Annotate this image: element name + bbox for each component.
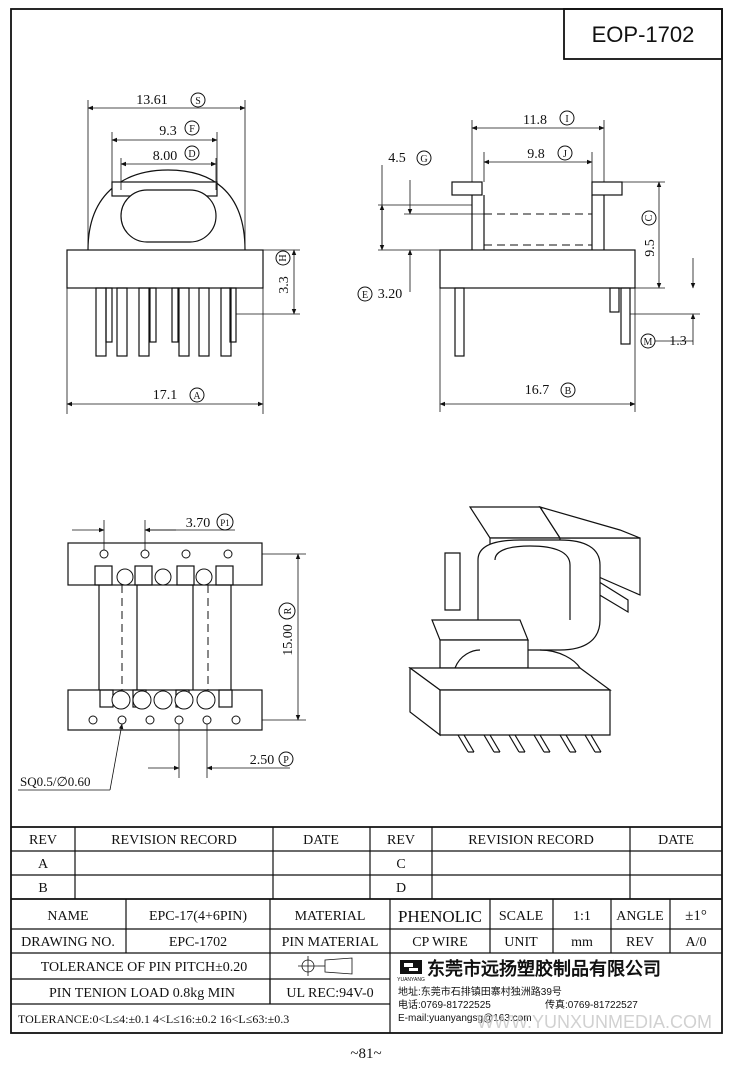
- dim-c-value: 9.5: [643, 239, 658, 257]
- rev-value: A/0: [686, 935, 707, 950]
- company-logo-text: YUANYANG: [397, 977, 425, 983]
- name-value: EPC-17(4+6PIN): [149, 909, 247, 924]
- part-number: EOP-1702: [592, 22, 695, 47]
- scale-label: SCALE: [499, 909, 543, 924]
- bottom-view: 3.70 P1 15.00 R 2.50 P SQ0.5/∅0.60: [18, 513, 306, 791]
- dim-i-value: 11.8: [523, 113, 547, 128]
- watermark: WWW.YUNXUNMEDIA.COM: [477, 1012, 712, 1032]
- rev-b: B: [38, 881, 47, 896]
- front-view: 13.61 S 9.3 F 8.00 D 3.3 H 17.1 A: [66, 92, 300, 414]
- part-number-box: EOP-1702: [563, 8, 723, 60]
- position-tolerance-icon: [298, 956, 318, 976]
- dim-j-value: 9.8: [527, 147, 545, 162]
- rev-header-rev-left: REV: [29, 833, 57, 848]
- company-name: 东莞市远扬塑胶制品有限公司: [427, 958, 661, 979]
- rev-d: D: [396, 881, 406, 896]
- title-block: NAME EPC-17(4+6PIN) MATERIAL PHENOLIC SC…: [11, 899, 722, 1033]
- dim-i-tag: I: [565, 114, 568, 125]
- drawing-no-label: DRAWING NO.: [21, 935, 115, 950]
- dim-m-value: 1.3: [669, 334, 687, 349]
- dim-r-value: 15.00: [281, 624, 296, 656]
- dim-r-tag: R: [283, 607, 294, 614]
- dim-f-value: 9.3: [159, 124, 177, 139]
- pin-tension-load: PIN TENION LOAD 0.8kg MIN: [49, 986, 235, 1001]
- page-number: ~81~: [350, 1046, 381, 1062]
- angle-label: ANGLE: [616, 909, 663, 924]
- pin-note: SQ0.5/∅0.60: [20, 774, 91, 789]
- dim-s-tag: S: [195, 96, 201, 107]
- material-value: PHENOLIC: [398, 907, 482, 926]
- dim-g-value: 4.5: [388, 151, 406, 166]
- name-label: NAME: [47, 909, 88, 924]
- pin-material-label: PIN MATERIAL: [282, 935, 379, 950]
- company-logo: YUANYANG: [397, 960, 425, 983]
- dim-m-tag: M: [644, 337, 653, 348]
- dim-h-tag: H: [278, 254, 289, 261]
- revision-table: REV REVISION RECORD DATE REV REVISION RE…: [11, 826, 722, 900]
- isometric-view: [408, 505, 641, 753]
- rev-label: REV: [626, 935, 654, 950]
- rev-header-record-right: REVISION RECORD: [468, 833, 594, 848]
- company-address: 地址:东莞市石排镇田寨村独洲路39号: [398, 985, 562, 998]
- dim-p1-value: 3.70: [186, 516, 211, 531]
- rev-header-date-right: DATE: [658, 833, 694, 848]
- dim-d-tag: D: [188, 149, 195, 160]
- company-phone: 电话:0769-81722525: [398, 998, 491, 1011]
- dim-a-tag: A: [193, 391, 201, 402]
- dim-b-value: 16.7: [525, 383, 550, 398]
- tolerance-pin-pitch: TOLERANCE OF PIN PITCH±0.20: [41, 960, 248, 975]
- dim-d-value: 8.00: [153, 149, 178, 164]
- material-label: MATERIAL: [295, 909, 366, 924]
- rev-header-record-left: REVISION RECORD: [111, 833, 237, 848]
- dim-g-tag: G: [420, 154, 427, 165]
- rev-a: A: [38, 857, 49, 872]
- rev-header-rev-right: REV: [387, 833, 415, 848]
- dim-c-tag: C: [644, 214, 655, 221]
- ul-rec: UL REC:94V-0: [286, 986, 373, 1001]
- dim-p-tag: P: [283, 755, 289, 766]
- scale-value: 1:1: [573, 909, 591, 924]
- taper-symbol-icon: [318, 957, 353, 975]
- side-view: 11.8 I 9.8 J 4.5 G E 3.20 9.5 C: [357, 110, 700, 412]
- unit-value: mm: [571, 935, 593, 950]
- dim-e-tag: E: [362, 290, 368, 301]
- dim-p-value: 2.50: [250, 753, 275, 768]
- drawing-no-value: EPC-1702: [169, 935, 227, 950]
- dim-p1-tag: P1: [220, 518, 230, 528]
- dim-b-tag: B: [565, 386, 572, 397]
- dim-s-value: 13.61: [136, 93, 168, 108]
- angle-value: ±1°: [685, 908, 707, 924]
- unit-label: UNIT: [504, 935, 538, 950]
- dim-a-value: 17.1: [153, 388, 178, 403]
- company-fax: 传真:0769-81722527: [545, 998, 638, 1011]
- dim-h-value: 3.3: [277, 276, 292, 294]
- pin-material-value: CP WIRE: [412, 935, 468, 950]
- rev-header-date-left: DATE: [303, 833, 339, 848]
- dim-f-tag: F: [189, 124, 195, 135]
- company-email: E-mail:yuanyangsg@163.com: [398, 1013, 532, 1024]
- rev-c: C: [396, 857, 405, 872]
- drawing-frame: [10, 8, 723, 1034]
- general-tolerance: TOLERANCE:0<L≤4:±0.1 4<L≤16:±0.2 16<L≤63…: [18, 1012, 289, 1026]
- dim-e-value: 3.20: [378, 287, 403, 302]
- dim-j-tag: J: [563, 149, 567, 160]
